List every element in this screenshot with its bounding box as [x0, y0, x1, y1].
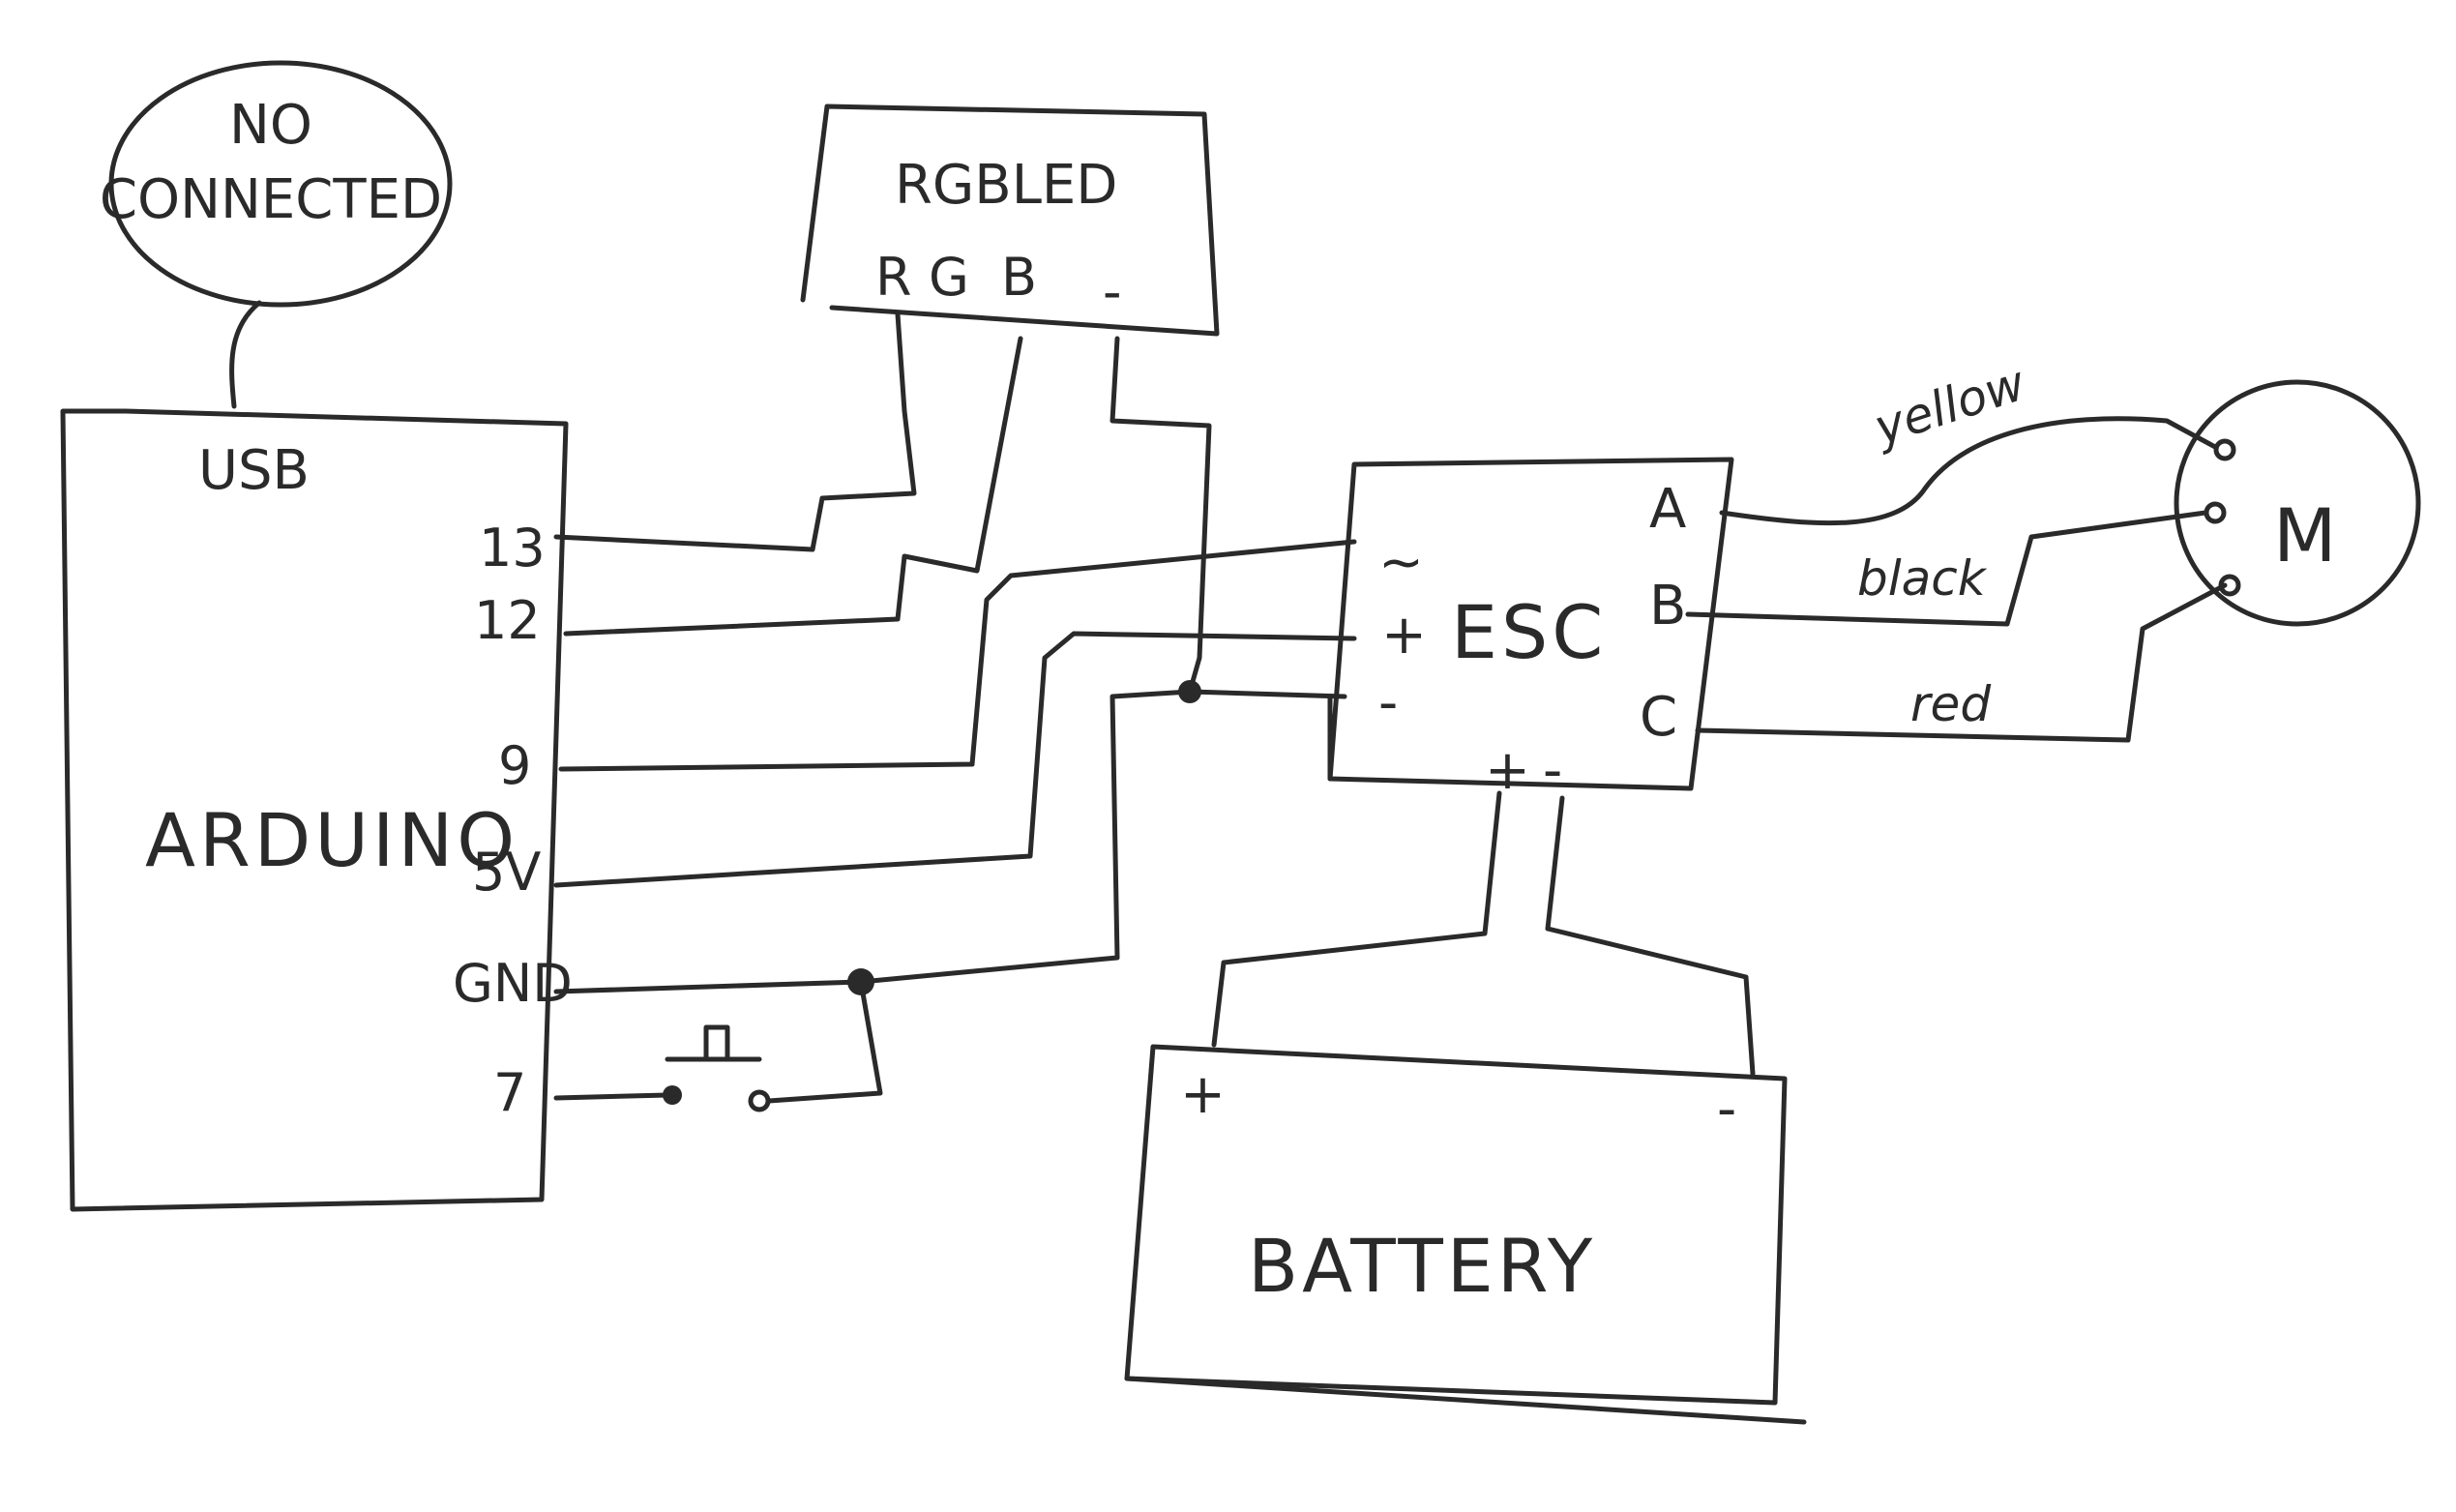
rgb-led-pin-b: B	[1001, 247, 1037, 308]
motor-symbol: M	[2273, 492, 2341, 578]
arduino-title: ARDUINO	[145, 797, 518, 883]
wire-labels: yellow black red	[1857, 355, 2032, 732]
motor-terminal-black	[2204, 501, 2227, 524]
wire-5v-esc-plus	[553, 631, 1357, 888]
motor: M	[2174, 379, 2421, 627]
wires	[553, 311, 2228, 1104]
esc-signal-terminal: ~	[1378, 531, 1424, 594]
note-bubble	[108, 60, 453, 308]
wire-ground-to-esc	[858, 689, 1193, 985]
rgb-led-pin-g: G	[929, 247, 969, 308]
esc-power-plus: +	[1485, 739, 1530, 802]
rgb-led: RGBLED R G B -	[800, 104, 1220, 337]
arduino-usb-label: USB	[198, 439, 310, 502]
rgb-led-pin-minus: -	[1103, 261, 1122, 322]
wire-phase-c-red	[1695, 582, 2228, 743]
note-text-line2: CONNECTED	[100, 168, 442, 231]
esc-outline	[1327, 457, 1734, 791]
rgb-led-pin-r: R	[875, 247, 912, 308]
arduino-pin-5v: 5V	[472, 842, 541, 903]
wire-pin13-led-r	[553, 311, 917, 552]
wire-led-minus-to-ground	[1110, 336, 1212, 695]
no-connected-note: NO CONNECTED	[100, 60, 453, 409]
battery-title: BATTERY	[1248, 1223, 1596, 1309]
pushbutton	[663, 1024, 771, 1112]
esc-phase-c: C	[1640, 686, 1677, 749]
wire-label-yellow: yellow	[1866, 355, 2032, 457]
battery-minus: -	[1717, 1078, 1736, 1141]
esc-title: ESC	[1451, 589, 1607, 675]
pushbutton-plunger	[703, 1024, 730, 1062]
wire-ground-to-button	[766, 979, 883, 1104]
arduino-pin-gnd: GND	[453, 953, 573, 1014]
esc-phase-a: A	[1649, 478, 1686, 541]
wire-label-red: red	[1910, 676, 1991, 732]
junction-esc-ground	[1178, 680, 1201, 703]
wire-phase-a-yellow	[1719, 416, 2218, 526]
wire-phase-b-black	[1685, 510, 2208, 627]
wire-pin12-led-g	[563, 336, 1023, 637]
wire-gnd	[553, 979, 864, 994]
junction-arduino-ground	[847, 968, 874, 995]
esc-phase-b: B	[1649, 575, 1686, 637]
wire-label-black: black	[1857, 550, 1988, 607]
arduino-pin-7: 7	[493, 1062, 526, 1123]
wire-esc-power-minus	[1545, 795, 1756, 1077]
esc-plus-terminal: +	[1381, 604, 1427, 667]
battery-bottom-edge	[1124, 1376, 1807, 1425]
arduino-board: USB ARDUINO 13 12 9 5V GND 7	[60, 408, 573, 1212]
battery-outline	[1124, 1044, 1788, 1406]
note-text-line1: NO	[229, 94, 312, 157]
wire-esc-power-plus	[1211, 790, 1502, 1048]
esc-minus-terminal: -	[1378, 671, 1398, 734]
arduino-pin-13: 13	[479, 518, 546, 578]
pushbutton-contact-right	[748, 1089, 771, 1112]
arduino-pin-12: 12	[474, 590, 541, 651]
motor-terminal-yellow	[2213, 438, 2236, 461]
wire-esc-minus	[1187, 689, 1347, 699]
motor-body	[2174, 379, 2421, 627]
battery: BATTERY + -	[1124, 1044, 1807, 1425]
note-leader-line	[229, 300, 262, 409]
rgb-led-outline	[800, 104, 1220, 337]
arduino-outline	[60, 408, 569, 1212]
esc: ESC ~ + - A B C + -	[1327, 457, 1734, 802]
battery-plus: +	[1180, 1063, 1226, 1126]
esc-power-minus: -	[1543, 739, 1562, 802]
pushbutton-contact-left	[663, 1085, 682, 1105]
arduino-pin-9: 9	[498, 735, 531, 796]
wire-pin7-to-button	[553, 1092, 670, 1101]
wire-pin9-esc-signal	[558, 539, 1357, 772]
rgb-led-title: RGBLED	[895, 154, 1117, 217]
